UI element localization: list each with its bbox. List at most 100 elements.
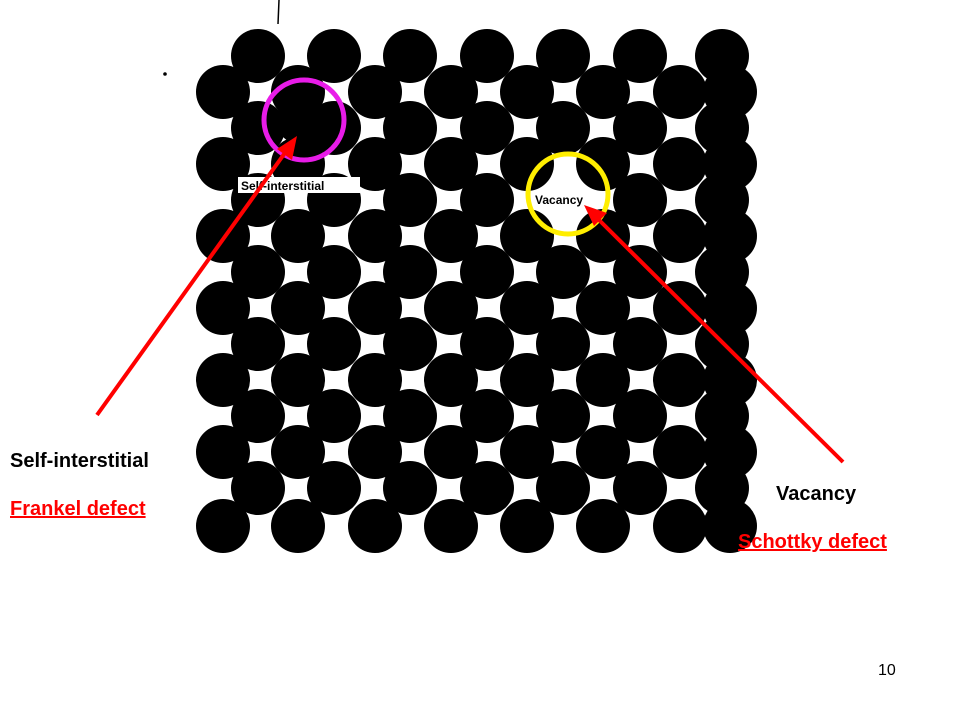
lattice-atom — [536, 317, 590, 371]
lattice-atom — [383, 173, 437, 227]
lattice-atom — [307, 389, 361, 443]
interstitial-inner-label: Self-interstitial — [241, 179, 324, 193]
lattice-atom — [307, 29, 361, 83]
lattice-atom — [383, 317, 437, 371]
lattice-atom — [196, 281, 250, 335]
lattice-atom — [424, 65, 478, 119]
lattice-atom — [424, 137, 478, 191]
lattice-atom — [196, 425, 250, 479]
interstitial-label-box — [238, 177, 360, 193]
vacancy-caption: Vacancy — [776, 483, 857, 505]
lattice-atom — [348, 209, 402, 263]
lattice-atom — [576, 209, 630, 263]
lattice-atom — [307, 461, 361, 515]
lattice-atom — [196, 353, 250, 407]
lattice-atom — [307, 317, 361, 371]
lattice-atom — [653, 353, 707, 407]
lattice-atom — [460, 173, 514, 227]
lattice-atom — [613, 29, 667, 83]
lattice-atom — [653, 137, 707, 191]
interstitial-arrow — [95, 136, 297, 417]
lattice-atom — [460, 29, 514, 83]
lattice-atom — [348, 425, 402, 479]
interstitial-atom — [276, 96, 324, 144]
lattice-atom — [383, 101, 437, 155]
page-number: 10 — [878, 662, 896, 679]
lattice-atom — [271, 353, 325, 407]
lattice-atom — [500, 353, 554, 407]
lattice-atom — [576, 425, 630, 479]
lattice-atom — [613, 317, 667, 371]
atom-lattice — [196, 29, 757, 553]
lattice-atom — [231, 317, 285, 371]
lattice-atom — [460, 461, 514, 515]
lattice-atom — [424, 281, 478, 335]
lattice-atom — [500, 425, 554, 479]
lattice-atom — [613, 245, 667, 299]
lattice-atom — [536, 389, 590, 443]
lattice-atom — [271, 425, 325, 479]
lattice-atom — [613, 101, 667, 155]
lattice-atom — [424, 209, 478, 263]
lattice-atom — [348, 137, 402, 191]
lattice-atom — [653, 209, 707, 263]
lattice-atom — [576, 65, 630, 119]
lattice-atom — [271, 209, 325, 263]
schottky-defect-caption: Schottky defect — [738, 531, 887, 553]
lattice-atom — [383, 245, 437, 299]
lattice-atom — [576, 281, 630, 335]
lattice-atom — [500, 65, 554, 119]
lattice-atom — [460, 389, 514, 443]
self-interstitial-caption: Self-interstitial — [10, 450, 149, 472]
lattice-atom — [231, 245, 285, 299]
lattice-atom — [536, 101, 590, 155]
lattice-atom — [424, 425, 478, 479]
lattice-atom — [231, 461, 285, 515]
lattice-atom — [460, 245, 514, 299]
lattice-atom — [536, 245, 590, 299]
lattice-atom — [613, 461, 667, 515]
lattice-atom — [576, 353, 630, 407]
lattice-atom — [653, 281, 707, 335]
frankel-defect-caption: Frankel defect — [10, 498, 146, 520]
lattice-atom — [271, 499, 325, 553]
lattice-atom — [271, 281, 325, 335]
lattice-atom — [653, 65, 707, 119]
lattice-atom — [653, 499, 707, 553]
lattice-atom — [383, 461, 437, 515]
lattice-atom — [383, 29, 437, 83]
lattice-atom — [196, 65, 250, 119]
lattice-atom — [348, 65, 402, 119]
lattice-atom — [231, 29, 285, 83]
lattice-atom — [536, 461, 590, 515]
lattice-atom — [383, 389, 437, 443]
lattice-atom — [536, 29, 590, 83]
vacancy-highlight-circle — [525, 151, 611, 237]
lattice-atom — [703, 499, 757, 553]
lattice-atom — [231, 389, 285, 443]
lattice-atom — [576, 499, 630, 553]
lattice-atom — [424, 499, 478, 553]
lattice-atom — [307, 245, 361, 299]
lattice-atom — [196, 137, 250, 191]
lattice-atom — [348, 499, 402, 553]
lattice-atom — [196, 499, 250, 553]
lattice-atom — [500, 499, 554, 553]
lattice-atom — [460, 101, 514, 155]
lattice-atom — [613, 173, 667, 227]
stray-mark — [277, 0, 280, 25]
interstitial-highlight-circle — [261, 77, 347, 163]
vacancy-inner-label: Vacancy — [535, 193, 583, 207]
lattice-atom — [613, 389, 667, 443]
lattice-atom — [424, 353, 478, 407]
lattice-atom — [460, 317, 514, 371]
lattice-atom — [500, 281, 554, 335]
lattice-atom — [576, 137, 630, 191]
lattice-atom — [348, 353, 402, 407]
lattice-atom — [348, 281, 402, 335]
vacancy-arrow — [584, 205, 845, 464]
lattice-atom — [500, 137, 554, 191]
lattice-atom — [653, 425, 707, 479]
stray-dot — [163, 72, 167, 76]
